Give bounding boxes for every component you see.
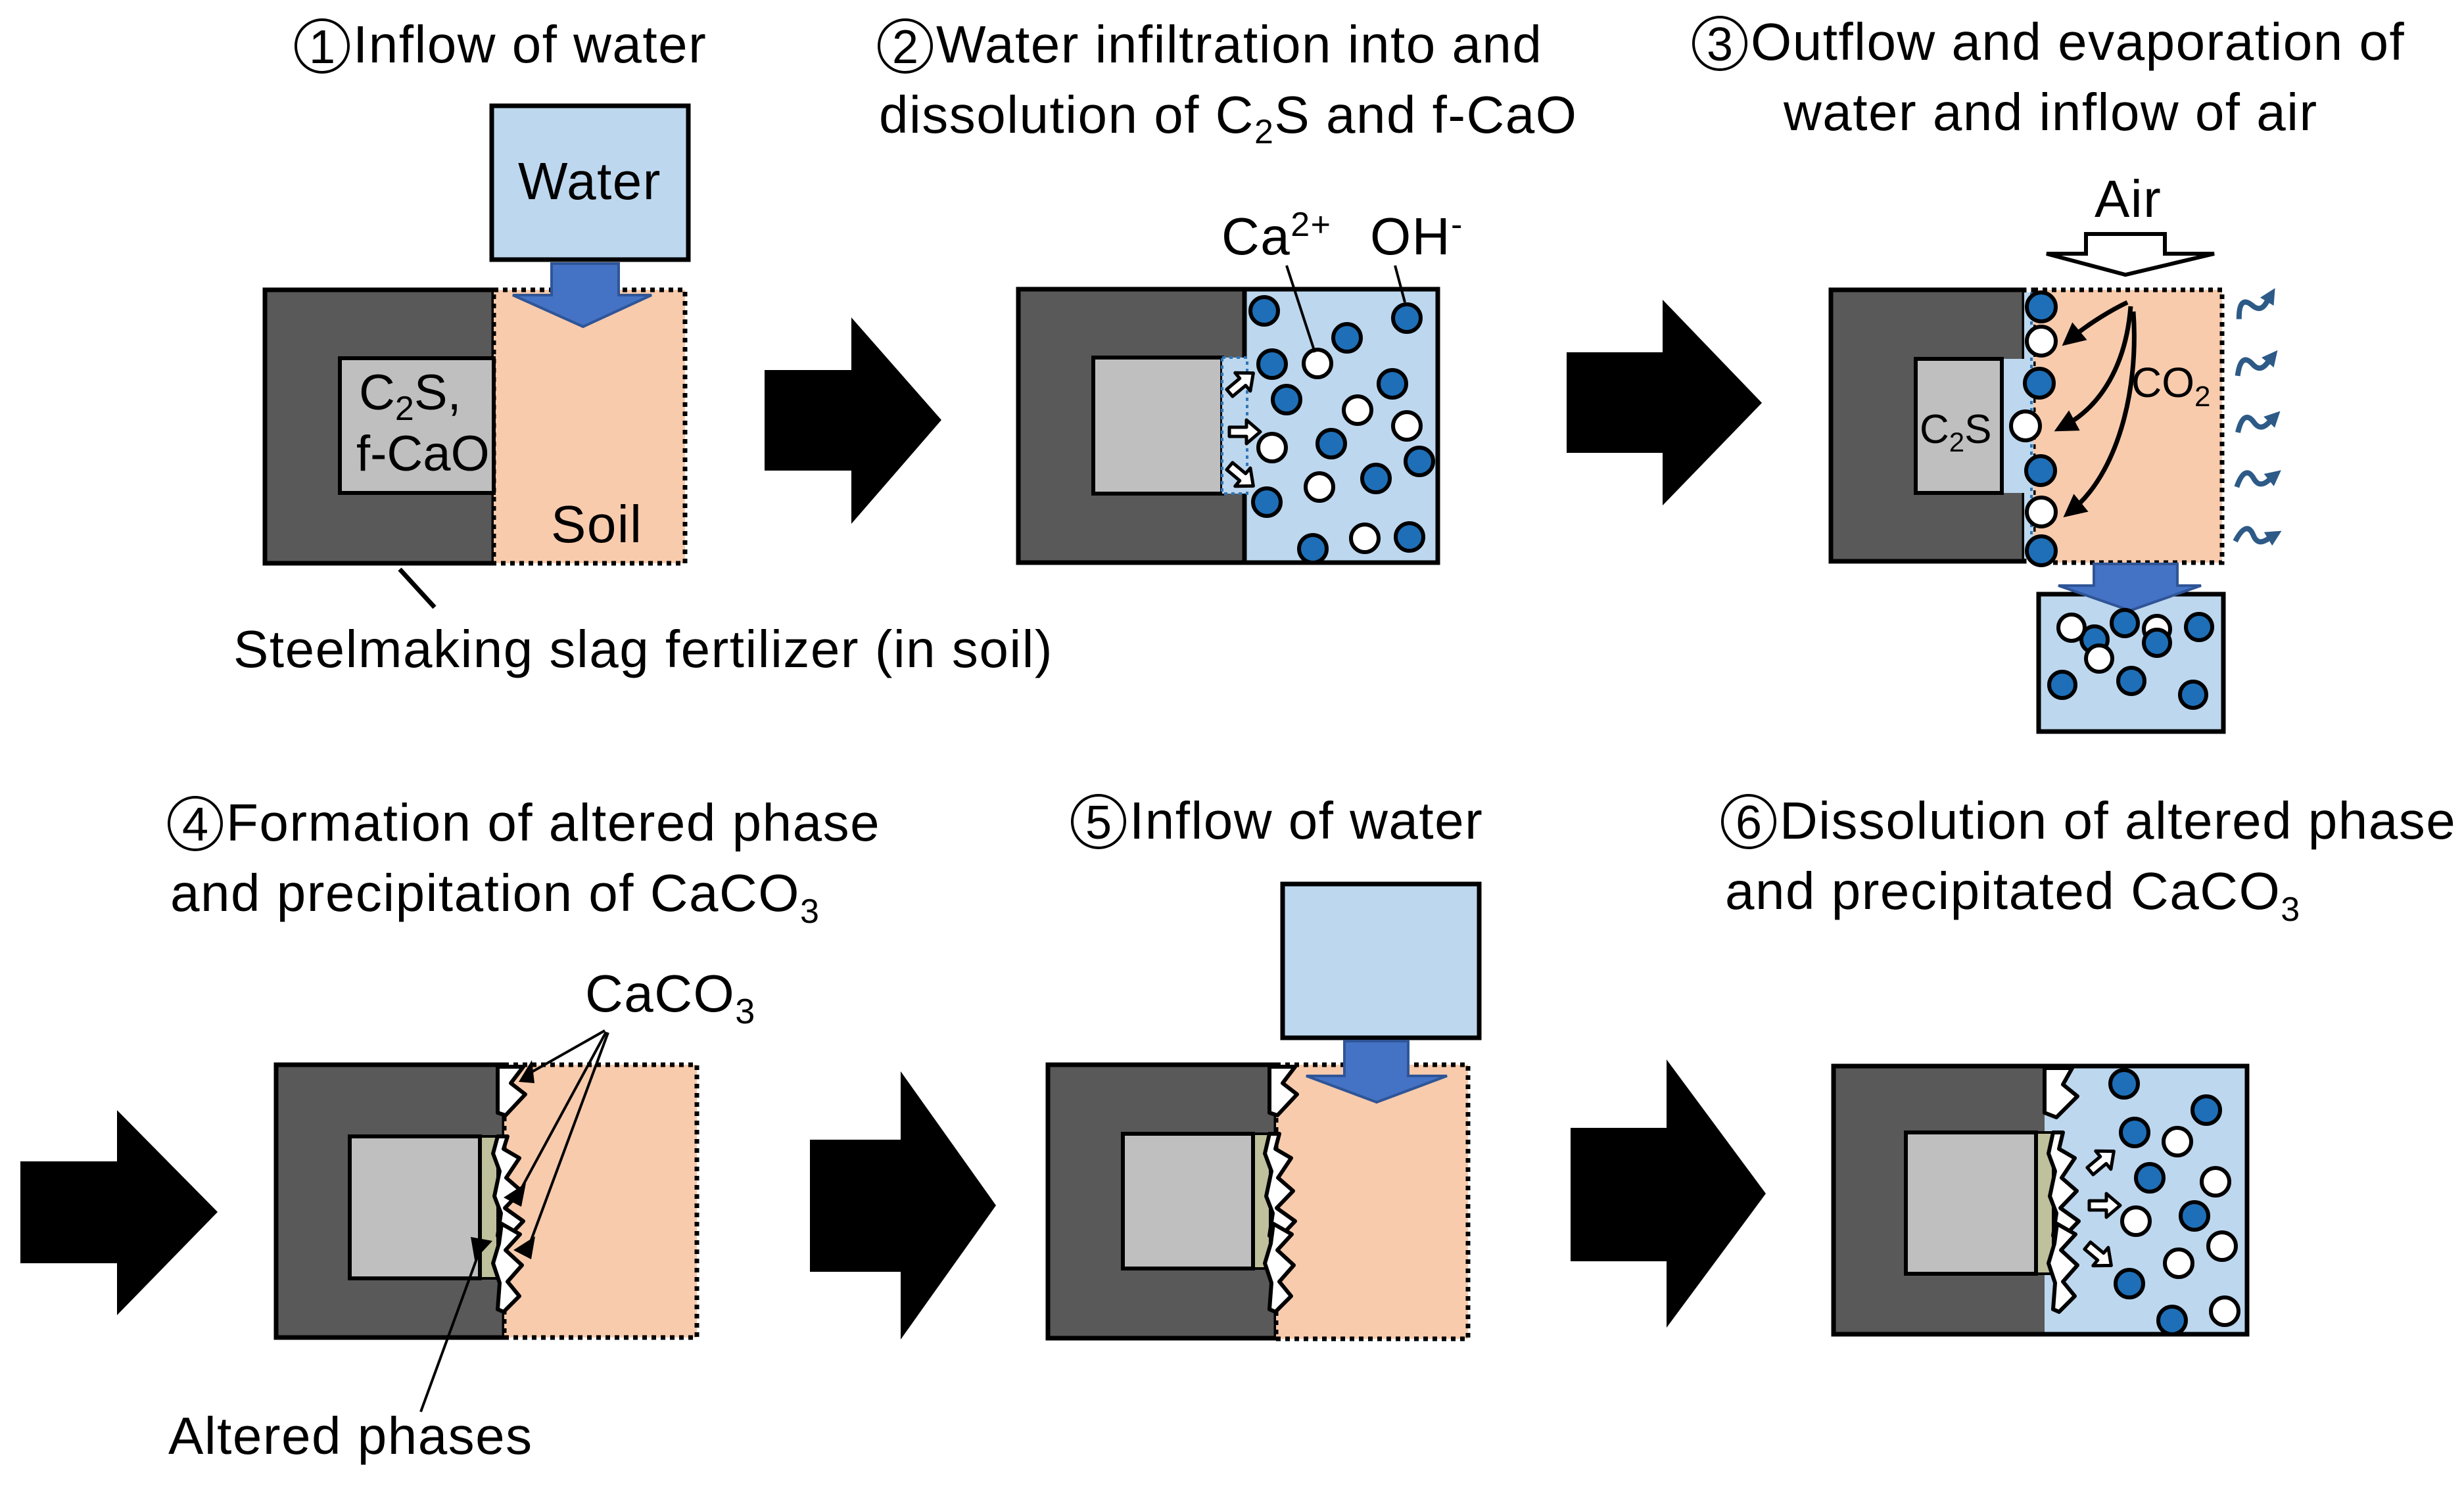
svg-text:Outflow and evaporation of: Outflow and evaporation of (1751, 12, 2405, 71)
svg-text:CO2: CO2 (2131, 359, 2210, 413)
svg-text:3: 3 (1707, 18, 1733, 71)
svg-text:dissolution of C2S and f-CaO: dissolution of C2S and f-CaO (879, 85, 1578, 151)
svg-text:6: 6 (1736, 797, 1762, 849)
svg-text:Ca2+: Ca2+ (1221, 206, 1332, 266)
svg-text:CaCO3: CaCO3 (585, 964, 756, 1031)
svg-text:Dissolution of altered phase: Dissolution of altered phase (1780, 791, 2456, 850)
svg-text:Steelmaking slag fertilizer (i: Steelmaking slag fertilizer (in soil) (233, 620, 1053, 678)
svg-text:OH-: OH- (1370, 206, 1463, 266)
svg-text:and precipitation of CaCO3: and precipitation of CaCO3 (170, 864, 820, 931)
svg-text:5: 5 (1085, 797, 1112, 849)
svg-text:Water: Water (518, 152, 661, 210)
svg-text:Formation of altered phase: Formation of altered phase (226, 793, 880, 852)
svg-text:Inflow of water: Inflow of water (1129, 791, 1483, 850)
svg-text:Altered phases: Altered phases (168, 1407, 533, 1465)
svg-text:1: 1 (309, 21, 335, 74)
svg-text:and precipitated CaCO3: and precipitated CaCO3 (1725, 862, 2301, 929)
svg-text:f-CaO: f-CaO (356, 426, 490, 482)
svg-text:Air: Air (2095, 170, 2162, 228)
svg-text:water and inflow of air: water and inflow of air (1783, 83, 2318, 141)
svg-text:Inflow of water: Inflow of water (353, 15, 707, 74)
svg-text:2: 2 (892, 21, 918, 74)
svg-text:4: 4 (182, 799, 208, 851)
svg-text:Soil: Soil (551, 495, 642, 553)
svg-text:Water infiltration into and: Water infiltration into and (936, 15, 1542, 74)
